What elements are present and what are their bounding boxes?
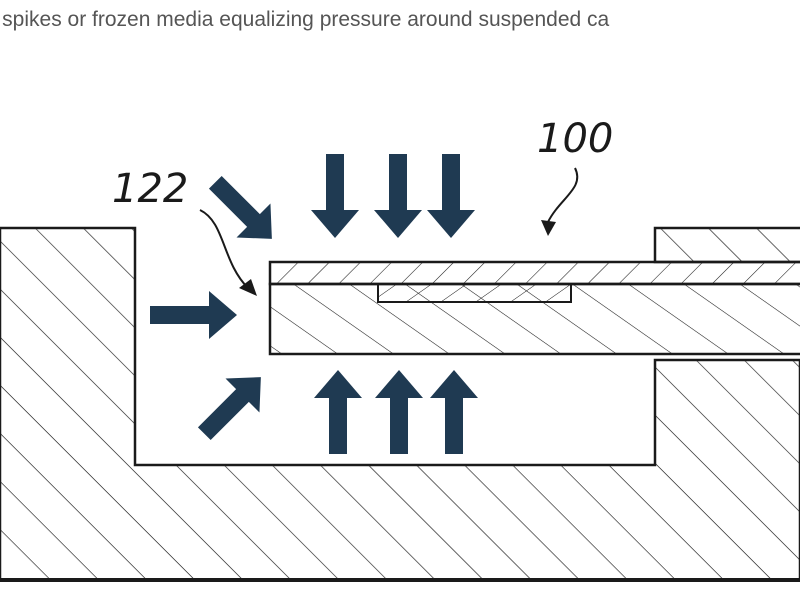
arrow-up-3 [430, 370, 478, 454]
arrow-up-1 [314, 370, 362, 454]
caption-text: ure spikes or frozen media equalizing pr… [0, 8, 610, 31]
embedded-element [377, 283, 572, 303]
label-100: 100 [537, 116, 613, 162]
membrane-layer [268, 260, 800, 286]
arrow-down-1 [311, 154, 359, 238]
label-122: 122 [112, 166, 188, 212]
leader-122 [199, 209, 257, 296]
arrow-up-2 [375, 370, 423, 454]
arrow-down-2 [374, 154, 422, 238]
arrow-left-horizontal [150, 291, 237, 339]
arrow-bottom-left-diagonal [197, 377, 261, 441]
arrow-top-left-diagonal [208, 175, 272, 239]
support-block [653, 226, 800, 264]
leader-100 [541, 167, 579, 236]
arrow-down-3 [427, 154, 475, 238]
